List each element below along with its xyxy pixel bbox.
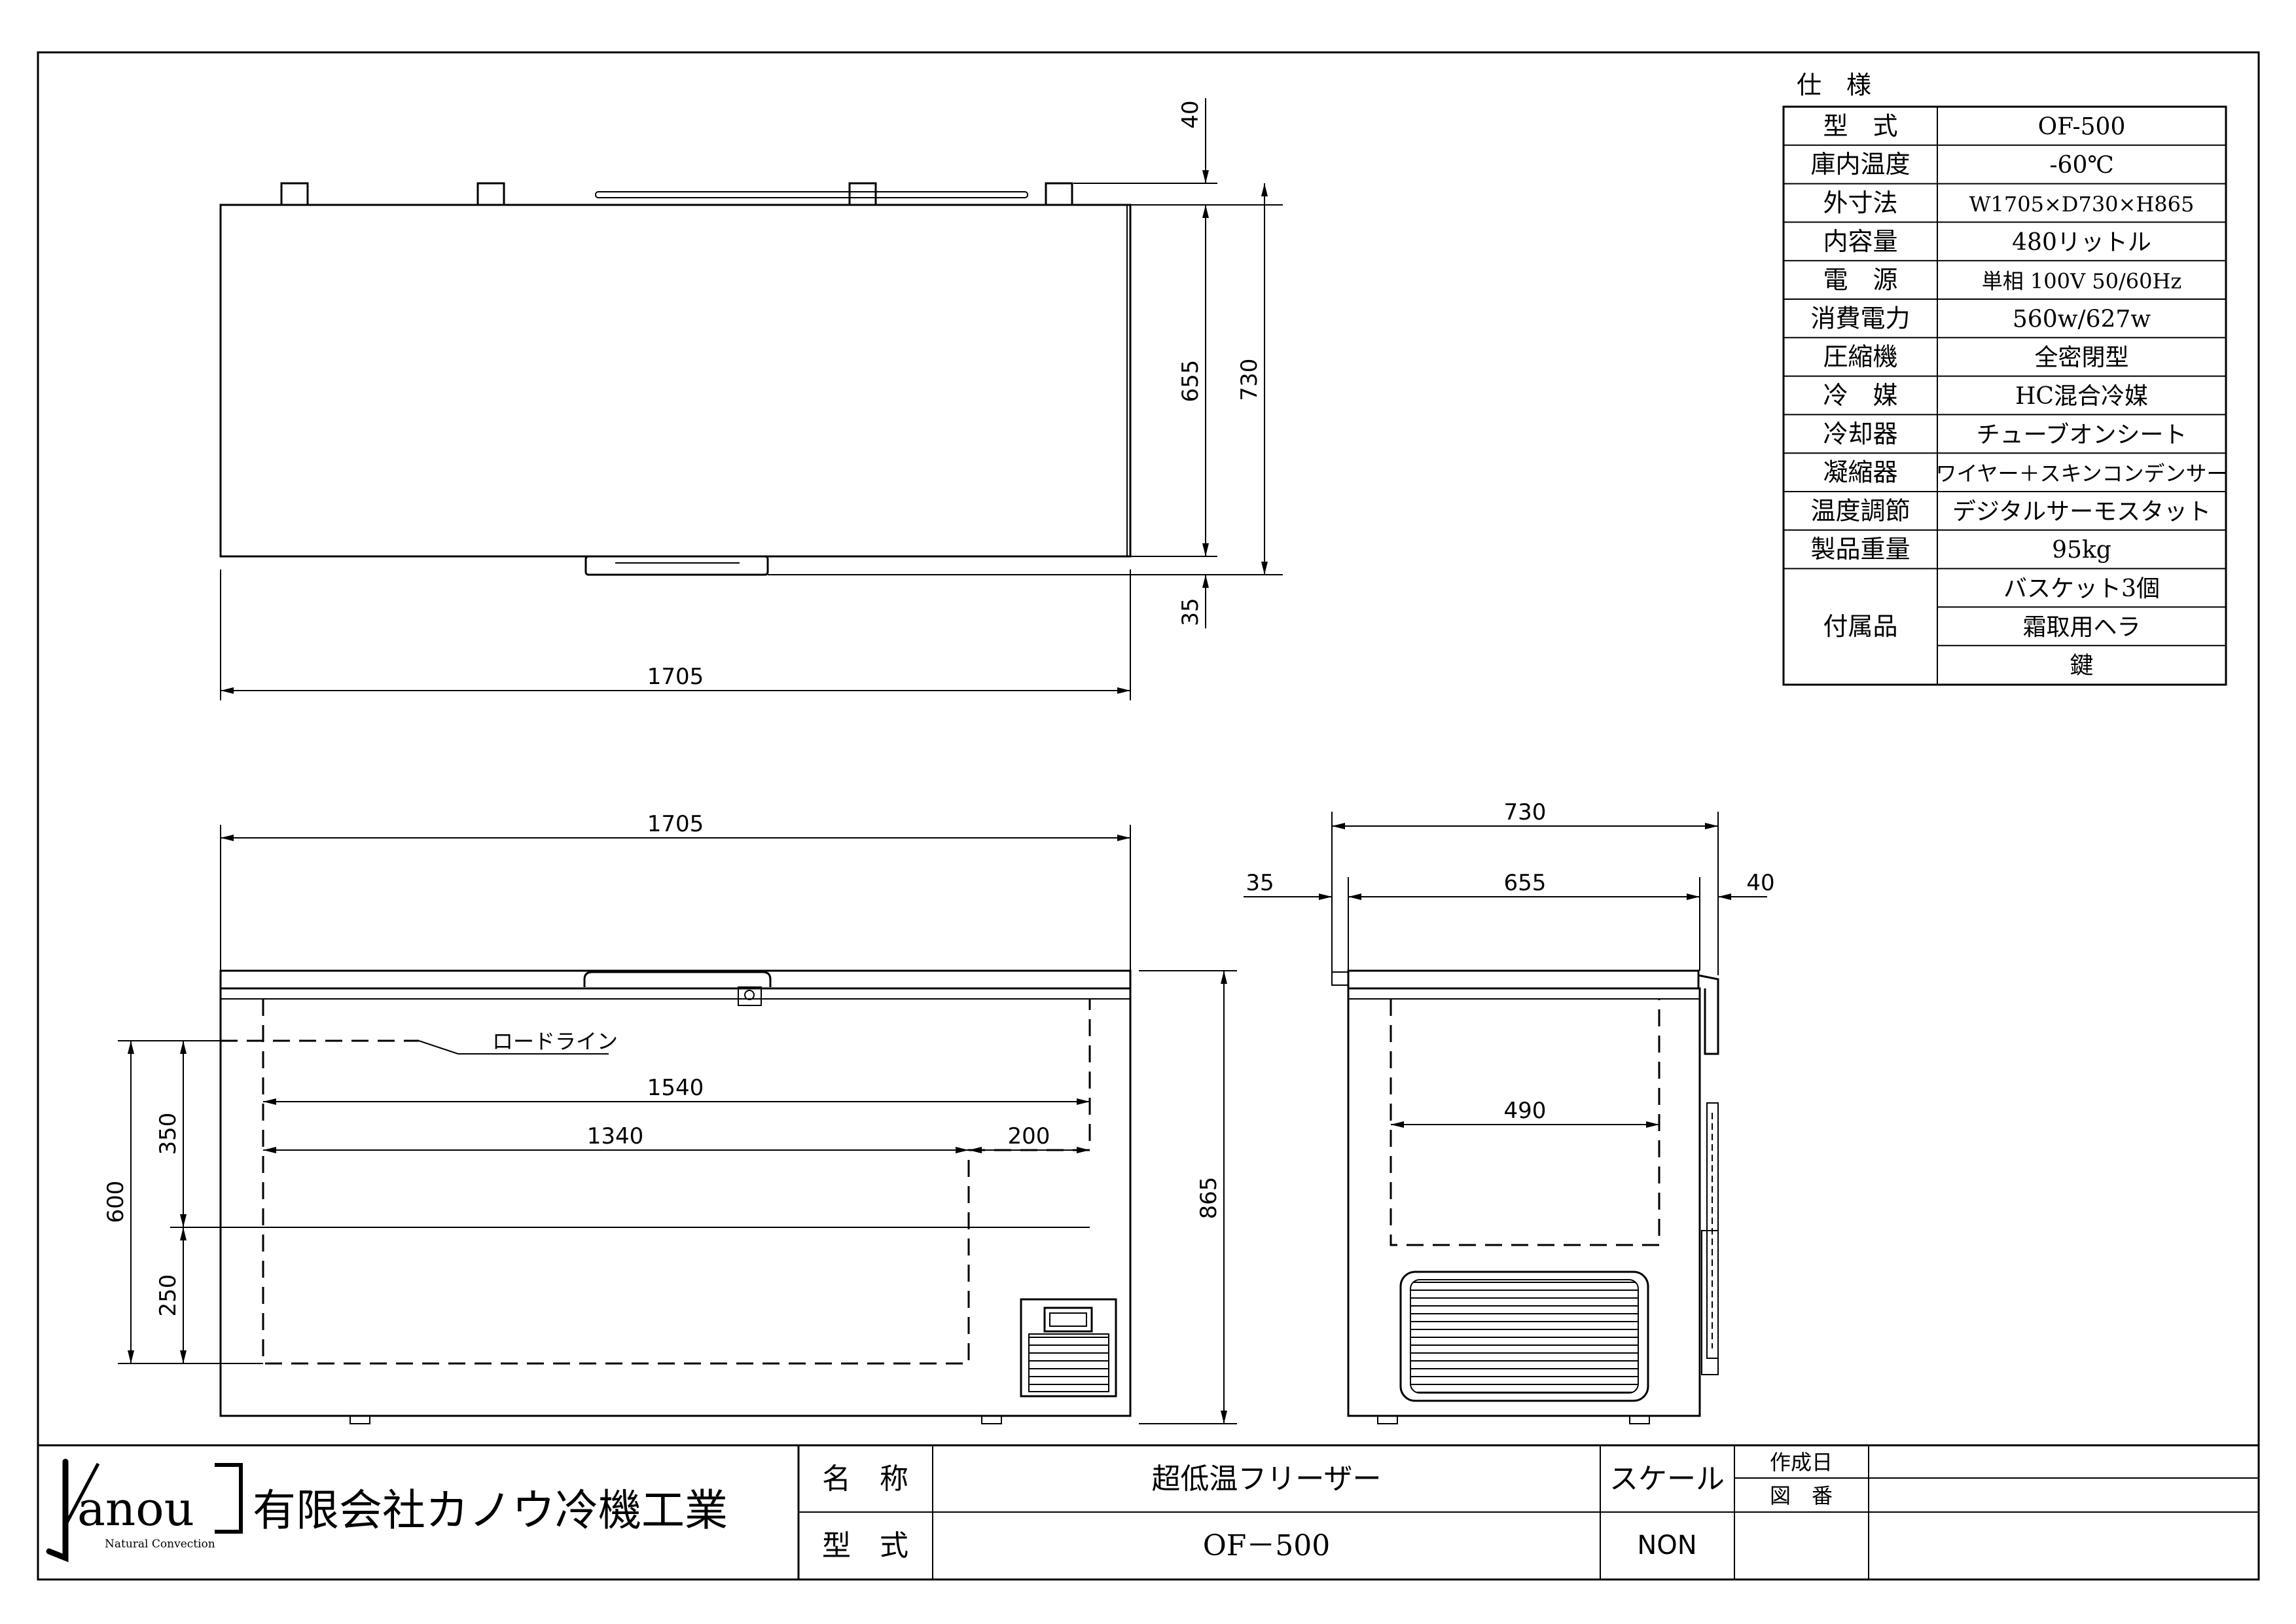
spec-value: 95kg xyxy=(2052,537,2111,564)
company-name: 有限会社カノウ冷機工業 xyxy=(253,1485,728,1536)
spec-label: 電 源 xyxy=(1823,266,1897,295)
hinge-block xyxy=(848,182,877,206)
spec-value: HC混合冷媒 xyxy=(2015,383,2148,410)
dim-side-depth: 730 xyxy=(1504,799,1547,825)
front-view: ロードライン 1705 1540 1340 200 865 600 350 25… xyxy=(103,811,1237,1424)
logo-tagline: Natural Convection xyxy=(105,1538,215,1551)
spec-value: ワイヤー＋スキンコンデンサー xyxy=(1935,461,2227,486)
dim-top-depth-inner: 655 xyxy=(1177,360,1204,403)
dim-side-inner: 655 xyxy=(1504,870,1547,896)
front-body xyxy=(219,987,1132,1417)
spec-label: 内容量 xyxy=(1823,227,1897,256)
model-value: OF－500 xyxy=(1203,1529,1331,1562)
spec-value: W1705×D730×H865 xyxy=(1969,192,2195,217)
dim-side-interior: 490 xyxy=(1504,1098,1547,1124)
side-hinge xyxy=(1698,974,1719,1055)
control-panel xyxy=(1020,1298,1117,1398)
spec-value: 480リットル xyxy=(2012,229,2151,256)
spec-label: 外寸法 xyxy=(1823,189,1897,217)
spec-label: 温度調節 xyxy=(1810,496,1910,525)
spec-label: 圧縮機 xyxy=(1823,342,1897,371)
dim-top-handle: 35 xyxy=(1177,598,1204,626)
model-label: 型 式 xyxy=(822,1529,908,1562)
spec-heading: 仕 様 xyxy=(1797,71,1871,99)
spec-label: 消費電力 xyxy=(1810,304,1910,333)
dim-top-depth-total: 730 xyxy=(1236,359,1263,401)
side-lid xyxy=(1347,969,1700,990)
spec-label: 庫内温度 xyxy=(1810,150,1910,179)
front-lock xyxy=(738,986,762,1006)
top-view-handle xyxy=(584,555,769,576)
rear-rod xyxy=(595,191,1028,198)
spec-value: 560w/627w xyxy=(2013,306,2151,333)
hinge-block xyxy=(1045,182,1073,206)
side-interior-outline xyxy=(1390,999,1660,1246)
spec-label: 型 式 xyxy=(1823,111,1897,140)
side-view: 730 35 655 40 490 xyxy=(1244,799,1775,1424)
spec-table: 仕 様 型 式 OF-500 庫内温度 -60℃ 外寸法 W1705×D730×H865 内… xyxy=(1782,71,2228,686)
thermostat-display xyxy=(1043,1307,1093,1333)
top-view-lid-outline xyxy=(219,204,1132,558)
scale-value: NON xyxy=(1637,1530,1696,1561)
vent-grille xyxy=(1399,1271,1649,1402)
spec-label: 冷 媒 xyxy=(1823,381,1897,410)
spec-value: 単相 100V 50/60Hz xyxy=(1982,269,2182,294)
hinge-block xyxy=(280,182,309,206)
top-view: 40 655 730 35 1705 xyxy=(219,98,1283,700)
dim-side-lid: 40 xyxy=(1746,870,1774,896)
spec-value: OF-500 xyxy=(2038,113,2126,140)
front-interior-outline xyxy=(262,999,1091,1365)
side-body xyxy=(1347,987,1701,1417)
scale-label: スケール xyxy=(1609,1462,1725,1496)
spec-label: 製品重量 xyxy=(1810,535,1910,564)
dim-front-inner: 1540 xyxy=(647,1075,704,1101)
hinge-block xyxy=(476,182,505,206)
dim-side-handle: 35 xyxy=(1246,870,1274,896)
company-logo: anou Natural Convection xyxy=(46,1458,243,1562)
title-block: anou Natural Convection 有限会社カノウ冷機工業 名 称 … xyxy=(38,1444,2259,1579)
side-handle xyxy=(1331,971,1349,986)
dim-front-step: 200 xyxy=(1008,1123,1050,1149)
spec-accessories-label: 付属品 xyxy=(1823,612,1897,641)
dim-front-upper: 350 xyxy=(155,1113,181,1155)
spec-value: 全密閉型 xyxy=(2034,344,2128,371)
sheet-border xyxy=(37,51,2260,1581)
front-lid xyxy=(219,969,1132,990)
name-label: 名 称 xyxy=(822,1462,908,1496)
spec-accessory: 鍵 xyxy=(2070,653,2093,679)
drawing-number-label: 図 番 xyxy=(1770,1483,1833,1508)
spec-value: チューブオンシート xyxy=(1977,422,2187,448)
front-handle xyxy=(583,971,772,987)
created-date-label: 作成日 xyxy=(1770,1450,1833,1475)
rear-condenser xyxy=(1706,1102,1719,1359)
spec-value: デジタルサーモスタット xyxy=(1952,498,2211,525)
spec-label: 凝縮器 xyxy=(1823,458,1897,487)
dim-front-lower-left: 1340 xyxy=(587,1123,644,1149)
dim-front-lower: 250 xyxy=(155,1274,181,1317)
spec-label: 冷却器 xyxy=(1823,420,1897,448)
dim-top-lid: 40 xyxy=(1177,100,1204,128)
load-line-label: ロードライン xyxy=(492,1029,618,1054)
product-name: 超低温フリーザー xyxy=(1151,1462,1381,1496)
spec-accessory: 霜取用ヘラ xyxy=(2022,614,2140,641)
spec-accessory: バスケット3個 xyxy=(2003,575,2160,602)
dim-front-load-height: 600 xyxy=(103,1181,129,1223)
spec-value: -60℃ xyxy=(2049,152,2113,179)
dim-top-width: 1705 xyxy=(647,664,704,690)
dim-front-width: 1705 xyxy=(647,811,704,837)
dim-front-height: 865 xyxy=(1196,1177,1222,1219)
logo-text: anou xyxy=(77,1481,194,1536)
